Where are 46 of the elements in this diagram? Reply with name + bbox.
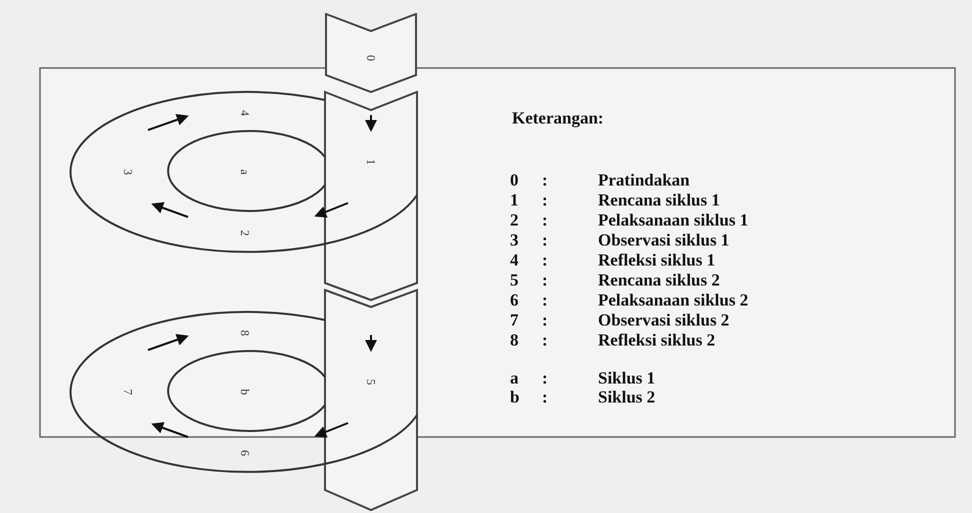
separator-colon: : (542, 370, 548, 386)
legend-text: Pelaksanaan siklus 1 (598, 212, 748, 228)
separator-colon: : (542, 272, 548, 288)
legend-key: a (510, 370, 518, 386)
separator-colon: : (542, 172, 548, 188)
legend-key: 1 (510, 192, 518, 208)
legend-text: Refleksi siklus 1 (598, 252, 716, 268)
step-number: 3 (122, 169, 134, 175)
separator-colon: : (542, 388, 548, 406)
legend-key: 6 (510, 292, 518, 308)
step-number: 8 (239, 330, 251, 336)
legend-text: Refleksi siklus 2 (598, 332, 716, 348)
legend-key: 4 (510, 252, 518, 268)
legend-key: 7 (510, 312, 518, 328)
legend-text: Pratindakan (598, 172, 690, 188)
legend-text: Siklus 1 (598, 370, 656, 386)
legend-text: Pelaksanaan siklus 2 (598, 292, 748, 308)
legend-text: Siklus 2 (598, 388, 656, 406)
legend-key: 2 (510, 212, 518, 228)
separator-colon: : (542, 192, 548, 208)
separator-colon: : (542, 292, 548, 308)
legend-text: Rencana siklus 2 (598, 272, 720, 288)
legend-key: 3 (510, 232, 518, 248)
step-number: 0 (365, 55, 377, 61)
legend-key: 0 (510, 172, 518, 188)
separator-colon: : (542, 232, 548, 248)
legend-text: Observasi siklus 1 (598, 232, 730, 248)
separator-colon: : (542, 252, 548, 268)
chevron-box (325, 13, 417, 93)
step-number: 7 (122, 389, 134, 395)
separator-colon: : (542, 212, 548, 228)
separator-colon: : (542, 312, 548, 328)
step-number: 2 (239, 230, 251, 236)
step-number: 6 (239, 450, 251, 456)
step-number: 1 (365, 159, 377, 165)
cycle-label: b (239, 389, 251, 395)
legend-key: b (510, 388, 520, 406)
legend-key: 8 (510, 332, 518, 348)
separator-colon: : (542, 332, 548, 348)
step-number: 5 (365, 379, 377, 385)
step-number: 4 (239, 110, 251, 116)
legend-key: 5 (510, 272, 518, 288)
legend-text: Rencana siklus 1 (598, 192, 720, 208)
legend-heading: Keterangan: (512, 110, 604, 126)
cycle-label: a (239, 169, 251, 175)
legend-text: Observasi siklus 2 (598, 312, 730, 328)
